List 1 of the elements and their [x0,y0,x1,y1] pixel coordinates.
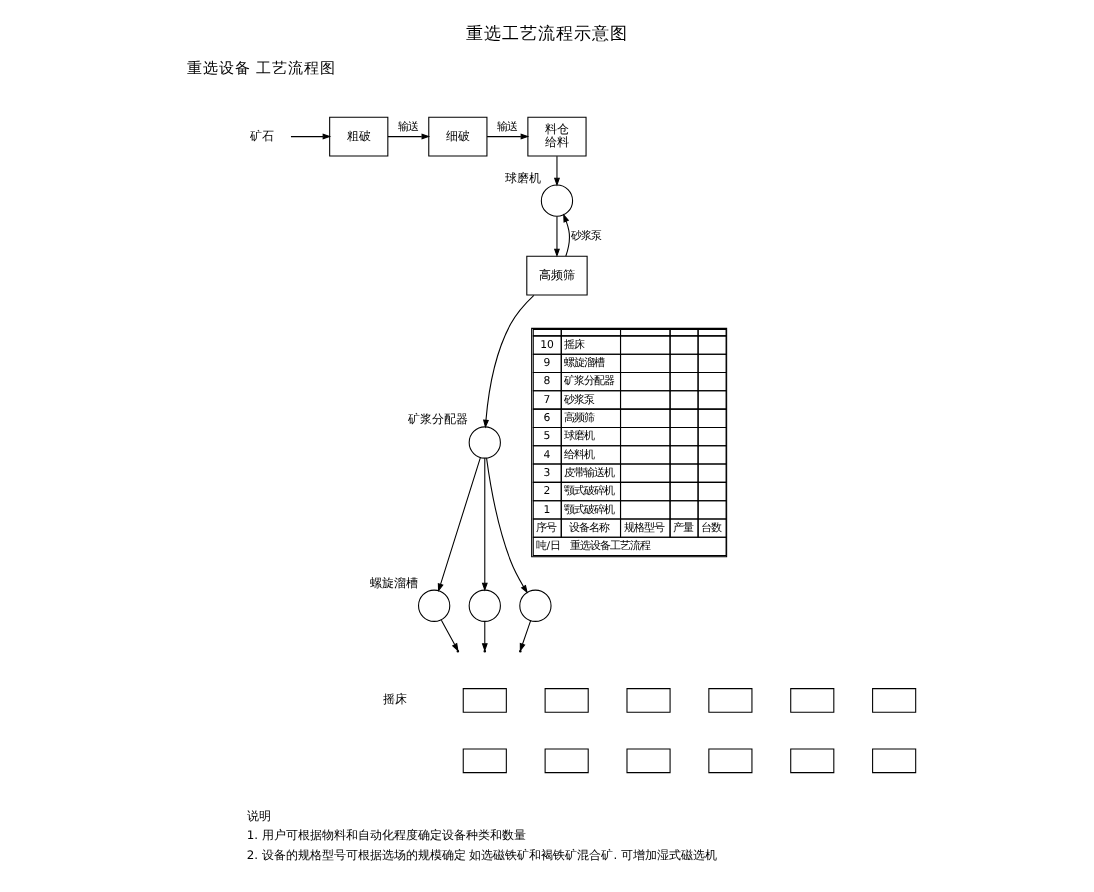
diagram-title: 重选工艺流程示意图 [466,25,628,46]
